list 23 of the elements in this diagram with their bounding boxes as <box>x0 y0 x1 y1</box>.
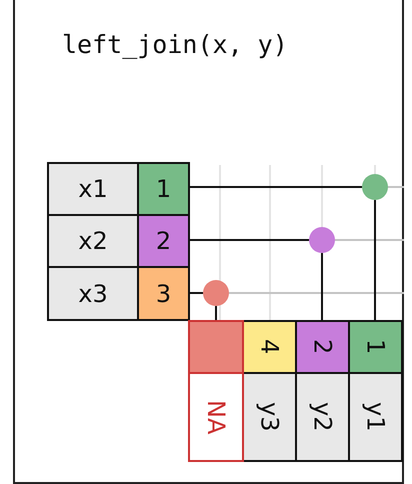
connector-line <box>190 239 309 241</box>
title: left_join(x, y) <box>62 30 288 59</box>
table-cell: y3 <box>242 372 297 462</box>
connector-line <box>321 253 323 320</box>
connector-line <box>190 186 362 188</box>
table-cell: y2 <box>295 372 350 462</box>
table-cell: 1 <box>137 162 190 216</box>
join-dot <box>362 174 388 200</box>
table-cell: 1 <box>348 320 403 374</box>
key-cell <box>188 320 244 374</box>
join-dot <box>203 280 229 306</box>
table-cell: NA <box>188 372 244 462</box>
table-cell: x3 <box>47 266 139 321</box>
table-cell: y1 <box>348 372 403 462</box>
table-cell: x2 <box>47 214 139 268</box>
table-cell: x1 <box>47 162 139 216</box>
connector-line <box>374 200 376 320</box>
table-cell: 3 <box>137 266 190 321</box>
table-cell: 2 <box>295 320 350 374</box>
connector-line <box>190 292 203 294</box>
connector-line <box>215 306 217 320</box>
join-dot <box>309 227 335 253</box>
table-cell: 2 <box>137 214 190 268</box>
